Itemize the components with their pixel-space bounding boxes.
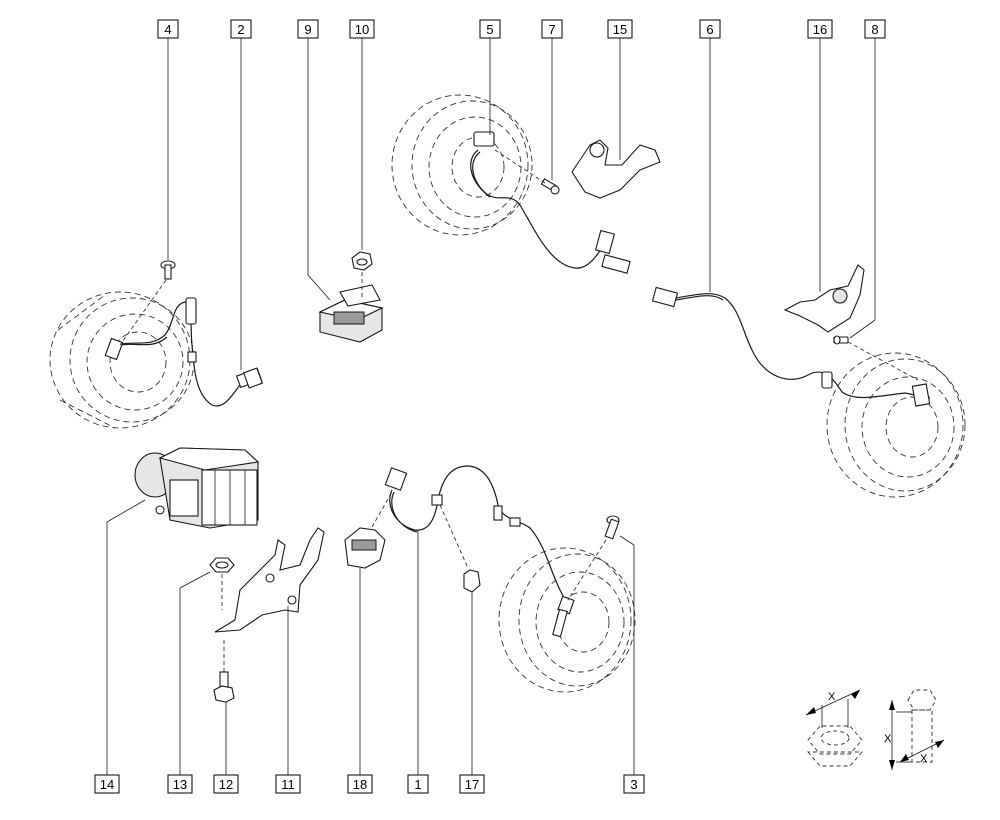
- svg-text:13: 13: [173, 777, 187, 792]
- callout-6: 6: [699, 19, 721, 39]
- bracket-rear-left: [571, 139, 661, 199]
- svg-text:3: 3: [630, 777, 637, 792]
- bolt-length-label: X: [884, 733, 892, 745]
- bolt-front-right: [567, 515, 620, 601]
- svg-text:4: 4: [164, 22, 171, 37]
- svg-text:12: 12: [219, 777, 233, 792]
- callout-17: 17: [459, 774, 485, 794]
- callout-boxes: 4 2 9 10 5 7 15 6: [94, 19, 886, 794]
- svg-text:2: 2: [237, 22, 244, 37]
- callout-16: 16: [807, 19, 833, 39]
- svg-text:18: 18: [353, 777, 367, 792]
- callout-2: 2: [230, 19, 252, 39]
- nut-module: [351, 251, 373, 300]
- svg-text:17: 17: [465, 777, 479, 792]
- callout-1: 1: [407, 774, 429, 794]
- callout-9: 9: [297, 19, 319, 39]
- dimension-legend: X X X: [805, 689, 945, 770]
- callout-7: 7: [541, 19, 563, 39]
- svg-text:14: 14: [100, 777, 114, 792]
- abs-hydraulic-unit: [134, 447, 260, 529]
- callout-10: 10: [349, 19, 375, 39]
- bolt-front-left: [119, 260, 176, 346]
- svg-text:5: 5: [486, 22, 493, 37]
- svg-text:9: 9: [304, 22, 311, 37]
- leader-lines: [106, 38, 876, 775]
- bracket-rear-right: [783, 264, 865, 333]
- svg-text:11: 11: [281, 777, 295, 792]
- nut-dimension-label: X: [828, 691, 836, 703]
- svg-text:8: 8: [871, 22, 878, 37]
- svg-text:1: 1: [414, 777, 421, 792]
- bolt-abs-bracket: [213, 640, 235, 703]
- callout-4: 4: [157, 19, 179, 39]
- callout-13: 13: [167, 774, 193, 794]
- bolt-rear-left: [494, 149, 560, 195]
- nut-abs-bracket: [209, 557, 235, 610]
- callout-18: 18: [347, 774, 373, 794]
- svg-text:15: 15: [613, 22, 627, 37]
- cable-clip: [344, 491, 393, 569]
- wheel-speed-sensor-front-left: [104, 297, 264, 407]
- wheel-speed-sensor-front-right: [384, 465, 575, 638]
- bolt-dimension-icon: X X: [884, 689, 945, 770]
- svg-text:6: 6: [706, 22, 713, 37]
- bolt-thread-label: X: [920, 753, 928, 765]
- callout-8: 8: [864, 19, 886, 39]
- cable-clip-small: [439, 504, 481, 593]
- wheel-speed-sensor-rear-right: [651, 286, 931, 407]
- callout-12: 12: [213, 774, 239, 794]
- svg-text:7: 7: [548, 22, 555, 37]
- wheel-rear-right: [826, 352, 966, 498]
- wheel-front-right: [498, 547, 636, 693]
- bolt-rear-right: [833, 335, 919, 381]
- nut-dimension-icon: X: [805, 689, 863, 767]
- abs-bracket: [214, 527, 325, 633]
- callout-15: 15: [607, 19, 633, 39]
- svg-text:16: 16: [813, 22, 827, 37]
- callout-3: 3: [623, 774, 645, 794]
- wheel-speed-sensor-rear-left: [470, 131, 631, 274]
- callout-5: 5: [479, 19, 501, 39]
- wheel-rear-left: [391, 94, 533, 236]
- callout-14: 14: [94, 774, 120, 794]
- svg-text:10: 10: [355, 22, 369, 37]
- callout-11: 11: [275, 774, 301, 794]
- wheel-front-left: [49, 291, 195, 429]
- control-module: [318, 284, 384, 343]
